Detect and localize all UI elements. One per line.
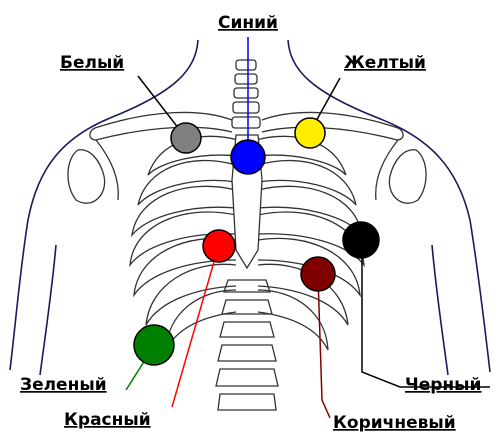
leader-lines xyxy=(126,37,490,418)
right-body-outline xyxy=(288,40,490,372)
red-label: Красный xyxy=(64,410,151,430)
left-scapula-edge xyxy=(96,140,118,200)
green-electrode xyxy=(134,325,174,365)
right-scapula-edge xyxy=(376,140,398,200)
black-electrode xyxy=(343,222,379,258)
right-shoulder-joint xyxy=(389,150,426,203)
left-shoulder-joint xyxy=(68,150,105,203)
brown-electrode xyxy=(301,257,335,291)
blue-label: Синий xyxy=(218,13,278,33)
cervical-spine xyxy=(232,60,260,128)
red-leader-line xyxy=(172,248,218,407)
yellow-label: Желтый xyxy=(344,53,426,73)
left-arm-line xyxy=(40,245,56,375)
green-label: Зеленый xyxy=(20,375,107,395)
lumbar-spine xyxy=(216,280,278,410)
right-arm-line xyxy=(432,245,448,375)
blue-electrode xyxy=(231,140,265,174)
white-label: Белый xyxy=(60,53,124,73)
brown-label: Коричневый xyxy=(333,413,456,433)
black-leader-line xyxy=(362,242,490,387)
yellow-electrode xyxy=(295,118,325,148)
left-body-outline xyxy=(10,40,198,370)
red-electrode xyxy=(203,230,235,262)
white-electrode xyxy=(171,123,201,153)
black-label: Черный xyxy=(405,375,481,395)
